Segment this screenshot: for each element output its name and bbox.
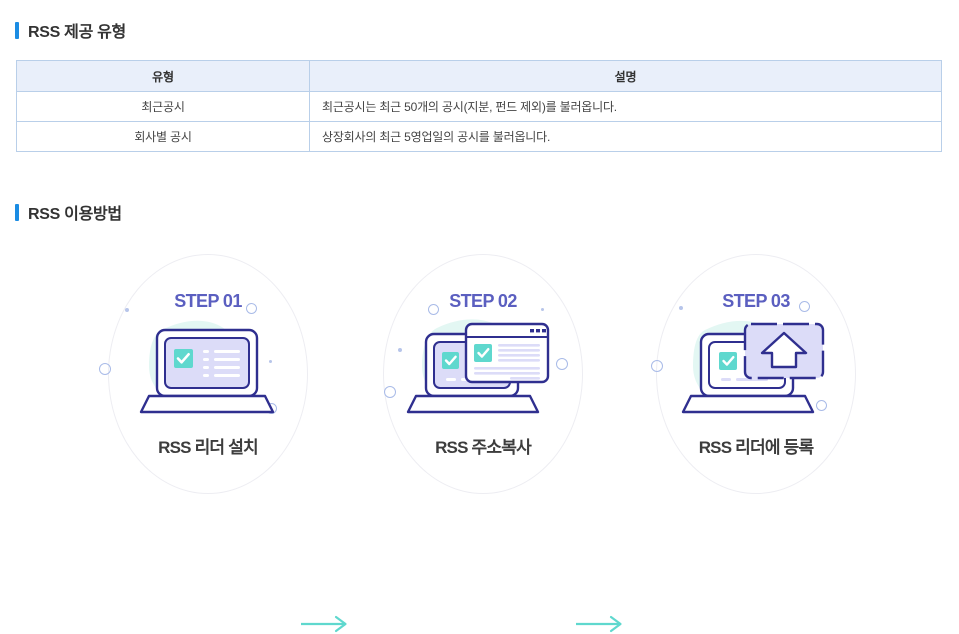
- section-heading-rss-type: RSS 제공 유형: [15, 18, 126, 42]
- decorative-dot: [269, 360, 272, 363]
- decorative-ring: [246, 303, 257, 314]
- decorative-ring: [816, 400, 827, 411]
- table-header-row: 유형 설명: [16, 60, 942, 92]
- section-heading-rss-usage: RSS 이용방법: [15, 200, 122, 224]
- step-item-3: STEP 03 RSS 리더에 등록: [651, 248, 861, 500]
- cell-type: 최근공시: [16, 91, 310, 122]
- decorative-dot: [679, 306, 683, 310]
- decorative-ring: [428, 304, 439, 315]
- table-head: 유형 설명: [16, 60, 942, 92]
- arrow-step2-to-step3-icon: [576, 615, 622, 633]
- step-item-1: STEP 01 RSS 리더 설치: [99, 248, 313, 500]
- cell-description: 상장회사의 최근 5영업일의 공시를 불러옵니다.: [309, 121, 942, 152]
- laptop-checklist-icon: [139, 320, 275, 414]
- step-label-1: RSS 리더 설치: [158, 438, 259, 457]
- table-body: 최근공시 최근공시는 최근 50개의 공시(지분, 펀드 제외)를 불러옵니다.…: [16, 91, 942, 152]
- column-header-type: 유형: [16, 60, 310, 92]
- section-heading-rss-usage-text: RSS 이용방법: [28, 206, 122, 223]
- decorative-dot: [125, 308, 129, 312]
- step-label-2: RSS 주소복사: [435, 438, 532, 457]
- table-row: 최근공시 최근공시는 최근 50개의 공시(지분, 펀드 제외)를 불러옵니다.: [16, 91, 942, 122]
- step-item-2: STEP 02 RSS 주소복사: [378, 248, 588, 500]
- step-title-2: STEP 02: [449, 291, 517, 311]
- rss-type-table: 유형 설명 최근공시 최근공시는 최근 50개의 공시(지분, 펀드 제외)를 …: [16, 60, 942, 152]
- decorative-ring: [651, 360, 663, 372]
- section-heading-rss-type-text: RSS 제공 유형: [28, 24, 126, 41]
- laptop-upload-arrow-icon: [681, 320, 825, 414]
- heading-accent-bar: [15, 21, 19, 39]
- cell-type: 회사별 공시: [16, 121, 310, 152]
- decorative-dot: [398, 348, 402, 352]
- column-header-description: 설명: [309, 60, 942, 92]
- step-title-3: STEP 03: [722, 291, 790, 311]
- cell-description: 최근공시는 최근 50개의 공시(지분, 펀드 제외)를 불러옵니다.: [309, 91, 942, 122]
- table-row: 회사별 공시 상장회사의 최근 5영업일의 공시를 불러옵니다.: [16, 121, 942, 152]
- arrow-step1-to-step2-icon: [301, 615, 347, 633]
- laptop-browser-window-icon: [406, 319, 550, 414]
- decorative-ring: [799, 301, 810, 312]
- decorative-dot: [541, 308, 544, 311]
- decorative-ring: [384, 386, 396, 398]
- heading-accent-bar: [15, 203, 19, 221]
- step-label-3: RSS 리더에 등록: [698, 438, 814, 457]
- rss-usage-steps: STEP 01 RSS 리더 설치 STEP 02: [0, 248, 959, 633]
- decorative-ring: [556, 358, 568, 370]
- decorative-ring: [99, 363, 111, 375]
- step-title-1: STEP 01: [174, 291, 242, 311]
